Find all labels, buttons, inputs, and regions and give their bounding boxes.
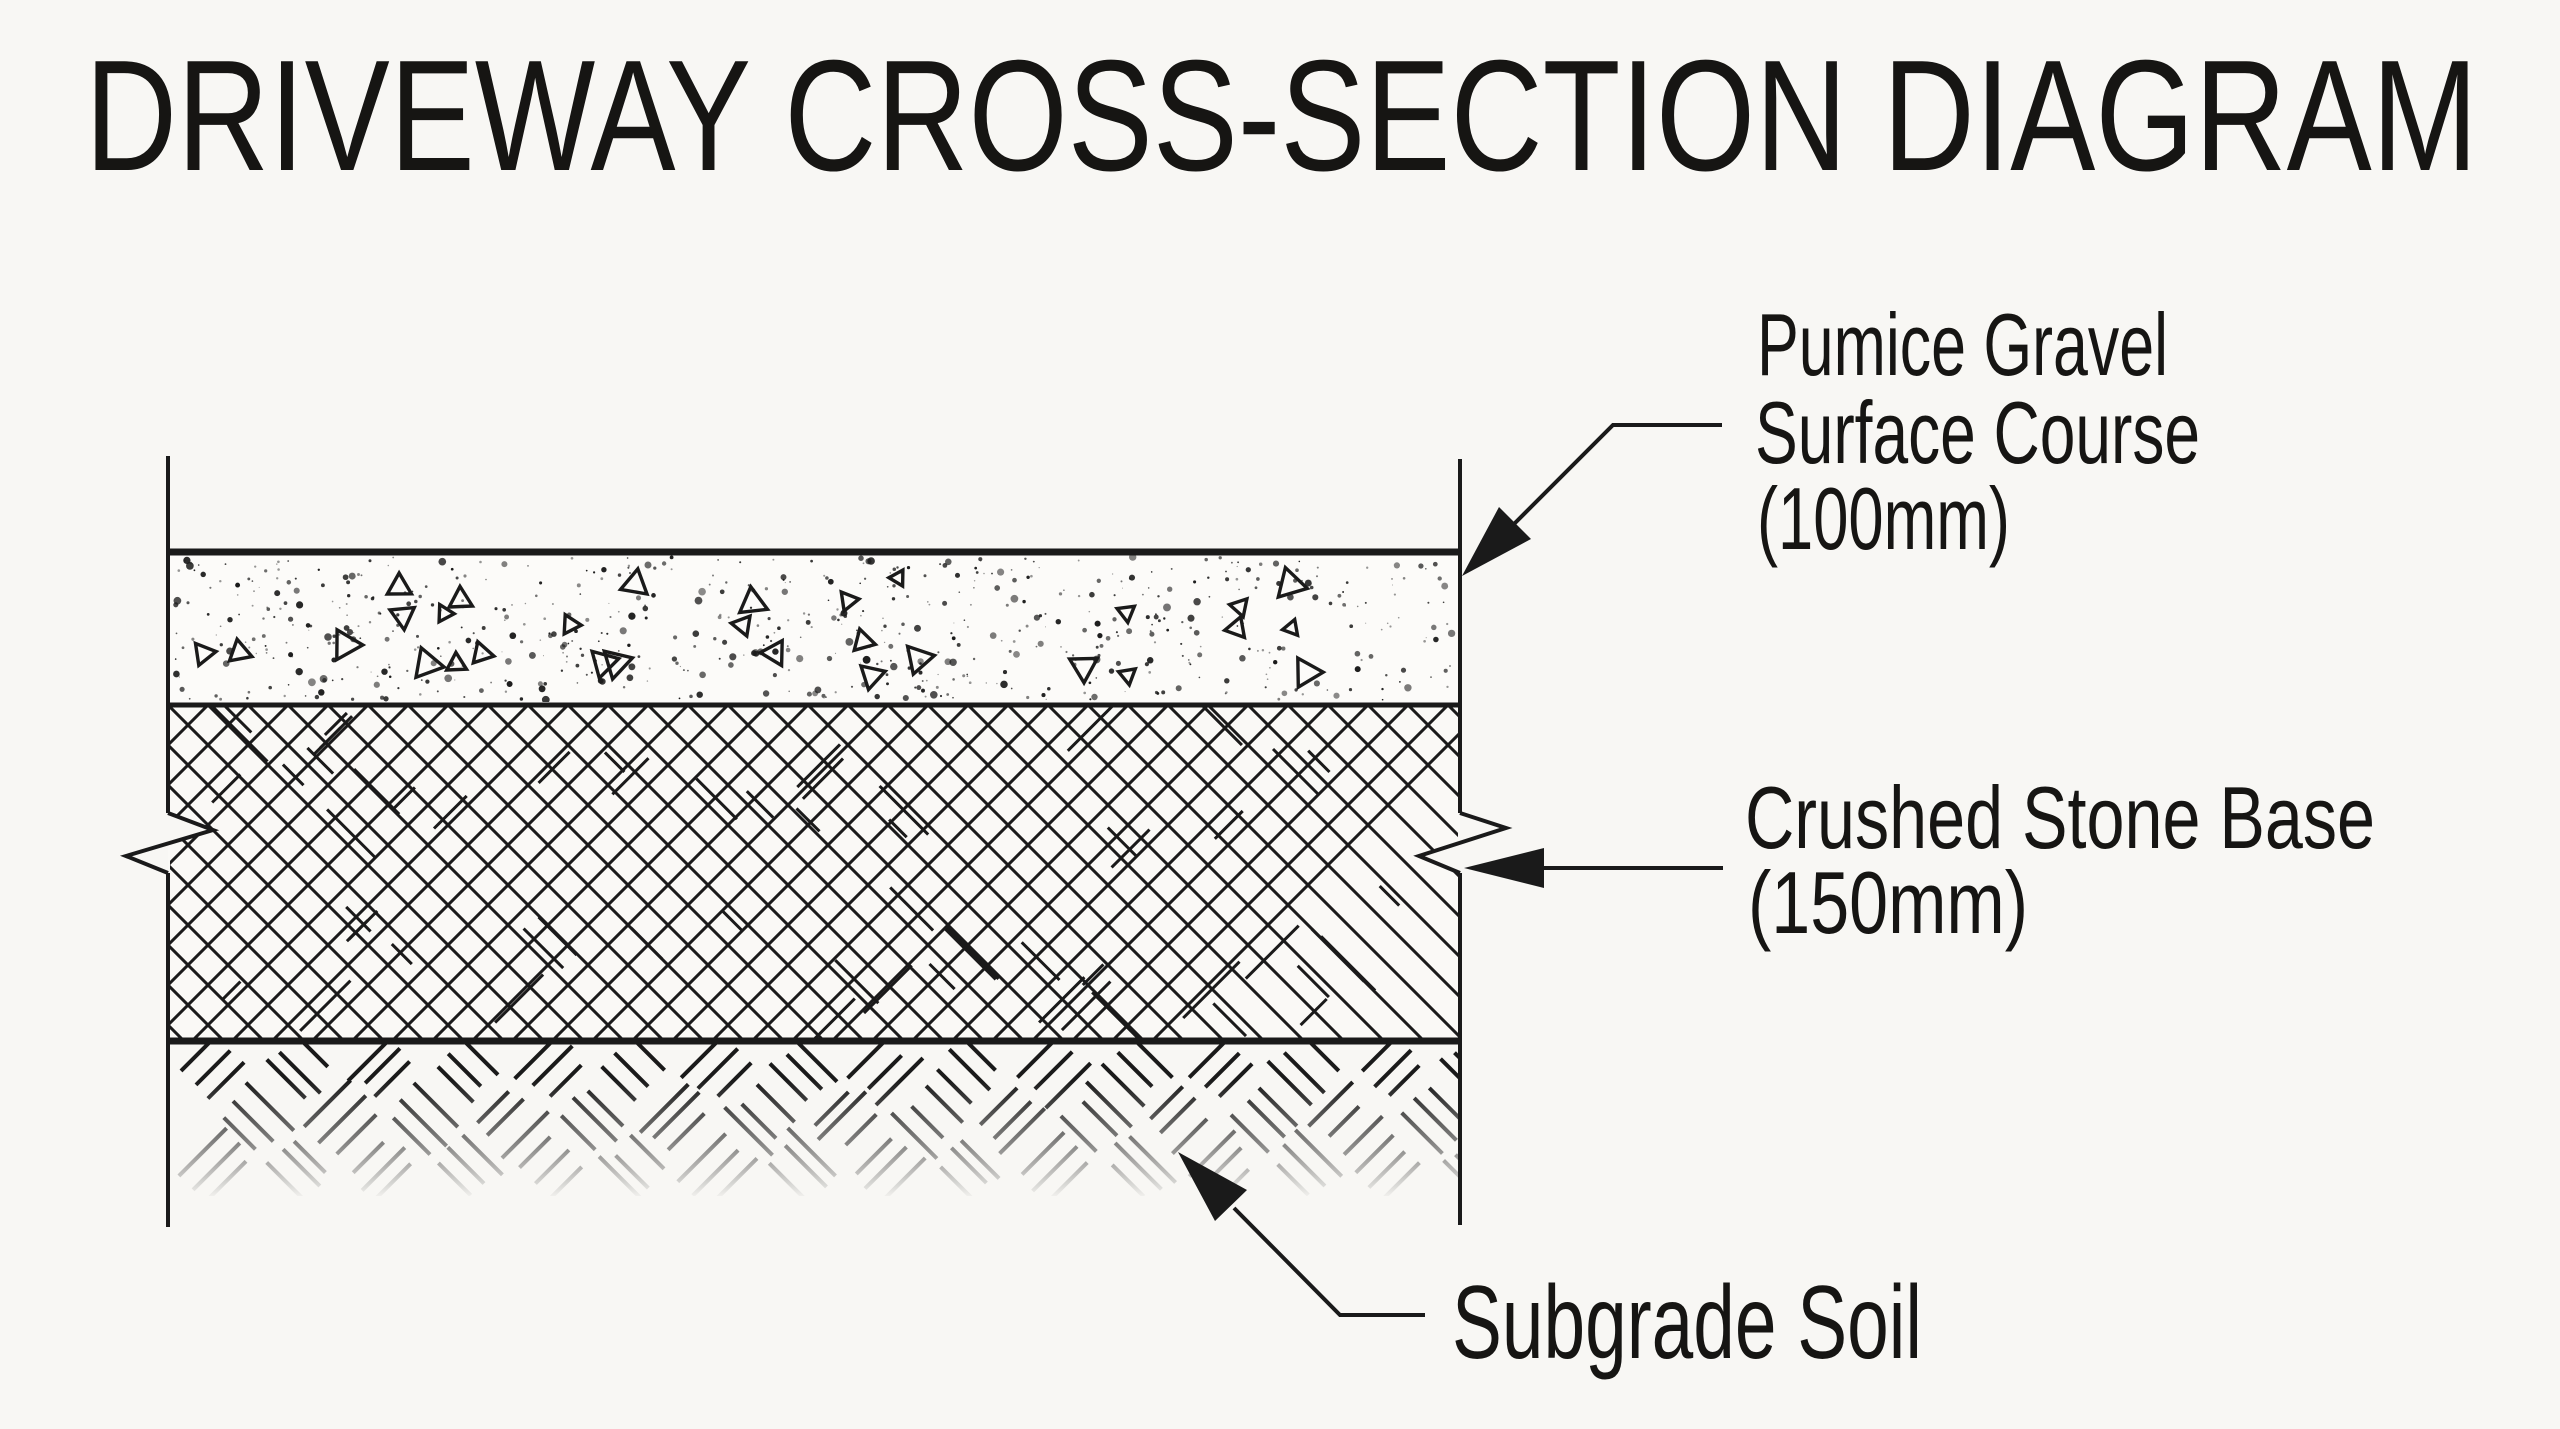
subgrade-arrowhead-icon bbox=[1178, 1152, 1247, 1221]
right-break-mark bbox=[1413, 811, 1513, 875]
crosshatch-pattern bbox=[170, 706, 1458, 1040]
base-label-line2: (150mm) bbox=[1748, 853, 2028, 952]
base-label: Crushed Stone Base (150mm) bbox=[1745, 768, 2375, 952]
surface-label-line2: Surface Course bbox=[1755, 383, 2200, 482]
page-title: DRIVEWAY CROSS-SECTION DIAGRAM bbox=[85, 28, 2478, 204]
surface-layer bbox=[168, 552, 1460, 705]
base-label-line1: Crushed Stone Base bbox=[1745, 768, 2375, 867]
left-break-mark bbox=[119, 811, 220, 875]
surface-label-line1: Pumice Gravel bbox=[1757, 295, 2168, 394]
surface-arrowhead-icon bbox=[1462, 507, 1531, 576]
surface-label: Pumice Gravel Surface Course (100mm) bbox=[1755, 295, 2200, 568]
subgrade-label: Subgrade Soil bbox=[1452, 1265, 1922, 1381]
soil-fade bbox=[166, 1080, 1462, 1200]
subgrade-leader-arrow bbox=[1178, 1152, 1425, 1317]
surface-leader-arrow bbox=[1462, 423, 1722, 576]
surface-label-line3: (100mm) bbox=[1757, 469, 2010, 568]
subgrade-label-line1: Subgrade Soil bbox=[1452, 1265, 1922, 1381]
base-leader-arrow bbox=[1464, 848, 1723, 888]
base-arrowhead-icon bbox=[1464, 848, 1544, 888]
pumice-stipple-pattern bbox=[173, 555, 1456, 702]
